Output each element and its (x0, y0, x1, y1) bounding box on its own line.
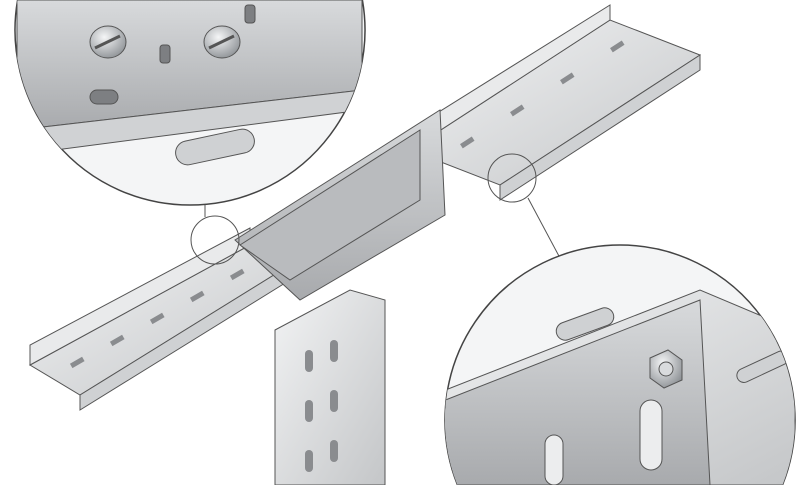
left-cable-tray (28, 227, 292, 411)
magnified-detail-bottom-right (444, 244, 796, 485)
magnified-detail-top-left (14, 0, 366, 206)
right-cable-tray (408, 4, 702, 201)
vertical-cable-tray (274, 289, 386, 485)
tee-cover (234, 109, 446, 301)
detail-marker-right (487, 153, 537, 203)
detail-marker-left (190, 215, 240, 265)
